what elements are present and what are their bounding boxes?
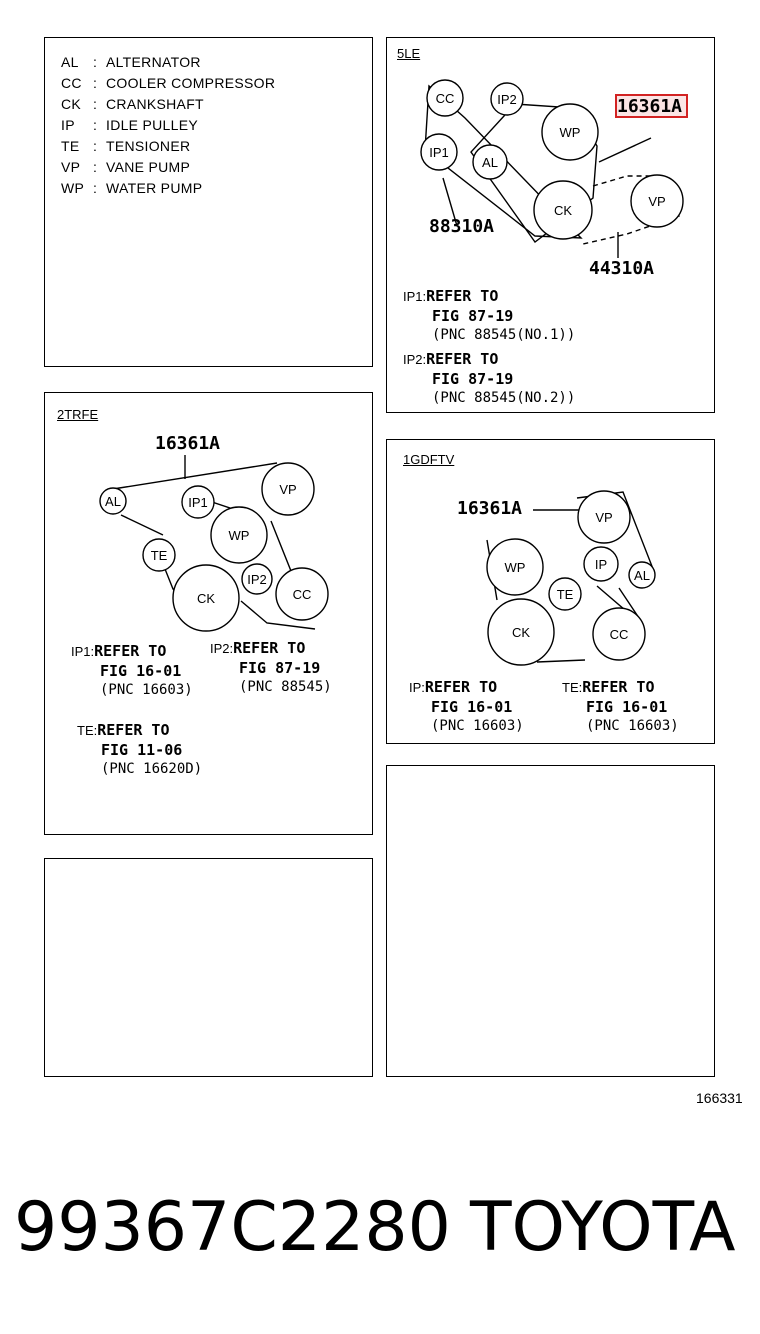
legend-separator: : (93, 159, 98, 175)
legend-name: COOLER COMPRESSOR (106, 75, 276, 91)
pulley-label: CC (436, 91, 455, 106)
legend-panel: AL: ALTERNATOR CC: COOLER COMPRESSOR CK: CRAN… (44, 37, 373, 367)
pulley-label: AL (105, 494, 121, 509)
legend-name: TENSIONER (106, 138, 191, 154)
figure-number: 166331 (696, 1090, 743, 1106)
belt-diagram-2trfe: AL IP1 VP WP TE CK IP2 CC (99, 455, 329, 632)
note-ip: IP:REFER TO FIG 16-01 (PNC 16603) (409, 678, 524, 734)
pulley-label: VP (279, 482, 296, 497)
pulley-label: WP (560, 125, 581, 140)
legend-code: CC (61, 75, 82, 91)
pulley-label: IP2 (247, 572, 267, 587)
belt-diagram-5le: CC IP2 WP IP1 AL CK VP (420, 79, 684, 258)
note-ip1: IP1:REFER TO FIG 16-01 (PNC 16603) (71, 642, 193, 698)
pulley-label: CC (610, 627, 629, 642)
part-number-16361a[interactable]: 16361A (155, 433, 221, 454)
pulley-label: AL (634, 568, 650, 583)
pulley-label: TE (151, 548, 168, 563)
pulley-label: CK (197, 591, 215, 606)
legend-name: VANE PUMP (106, 159, 191, 175)
pulley-label: WP (229, 528, 250, 543)
pulley-label: IP (595, 557, 607, 572)
legend-name: ALTERNATOR (106, 54, 201, 70)
panel-2trfe: 2TRFE 16361A AL IP1 VP WP TE CK IP2 CC I… (44, 392, 373, 835)
footer-brand: TOYOTA (470, 1188, 736, 1267)
legend-code: IP (61, 117, 75, 133)
pulley-label: TE (557, 587, 574, 602)
legend-name: CRANKSHAFT (106, 96, 204, 112)
legend-separator: : (93, 117, 98, 133)
pulley-label: CK (554, 203, 572, 218)
part-number-44310a[interactable]: 44310A (589, 258, 655, 279)
part-number-16361a[interactable]: 16361A (617, 96, 683, 117)
pulley-label: AL (482, 155, 498, 170)
legend-separator: : (93, 180, 98, 196)
belt-diagram-1gdftv: VP WP IP AL TE CK CC (486, 490, 656, 666)
legend-code: CK (61, 96, 82, 112)
engine-tag-5le: 5LE (397, 46, 421, 61)
empty-panel-right (386, 765, 715, 1077)
legend-code: AL (61, 54, 79, 70)
pulley-label: VP (648, 194, 665, 209)
pulley-label: CC (293, 587, 312, 602)
legend-name: IDLE PULLEY (106, 117, 199, 133)
panel-1gdftv: 1GDFTV 16361A VP WP IP AL TE CK CC IP:RE… (386, 439, 715, 744)
legend-code: VP (61, 159, 81, 175)
legend-separator: : (93, 75, 98, 91)
note-ip2: IP2:REFER TO FIG 87-19 (PNC 88545) (210, 639, 332, 695)
engine-tag-1gdftv: 1GDFTV (403, 452, 455, 467)
note-te: TE:REFER TO FIG 11-06 (PNC 16620D) (77, 721, 203, 777)
pulley-label: WP (505, 560, 526, 575)
part-number-16361a[interactable]: 16361A (457, 498, 523, 519)
panel-5le: 5LE CC IP2 WP IP1 AL CK VP (386, 37, 715, 413)
legend-name: WATER PUMP (106, 180, 203, 196)
note-te: TE:REFER TO FIG 16-01 (PNC 16603) (562, 678, 679, 734)
legend-separator: : (93, 138, 98, 154)
legend-code: WP (61, 180, 85, 196)
pulley-label: CK (512, 625, 530, 640)
legend-code: TE (61, 138, 80, 154)
part-number-88310a[interactable]: 88310A (429, 216, 495, 237)
pulley-label: IP1 (188, 495, 208, 510)
note-ip1: IP1:REFER TO FIG 87-19 (PNC 88545(NO.1)) (403, 287, 576, 343)
empty-panel-left (44, 858, 373, 1077)
highlighted-part-box (615, 94, 688, 118)
legend-separator: : (93, 96, 98, 112)
legend-separator: : (93, 54, 98, 70)
engine-tag-2trfe: 2TRFE (57, 407, 99, 422)
pulley-label: IP2 (497, 92, 517, 107)
pulley-label: VP (595, 510, 612, 525)
pulley-label: IP1 (429, 145, 449, 160)
footer-part-number: 99367C2280 (14, 1188, 451, 1267)
note-ip2: IP2:REFER TO FIG 87-19 (PNC 88545(NO.2)) (403, 350, 576, 406)
